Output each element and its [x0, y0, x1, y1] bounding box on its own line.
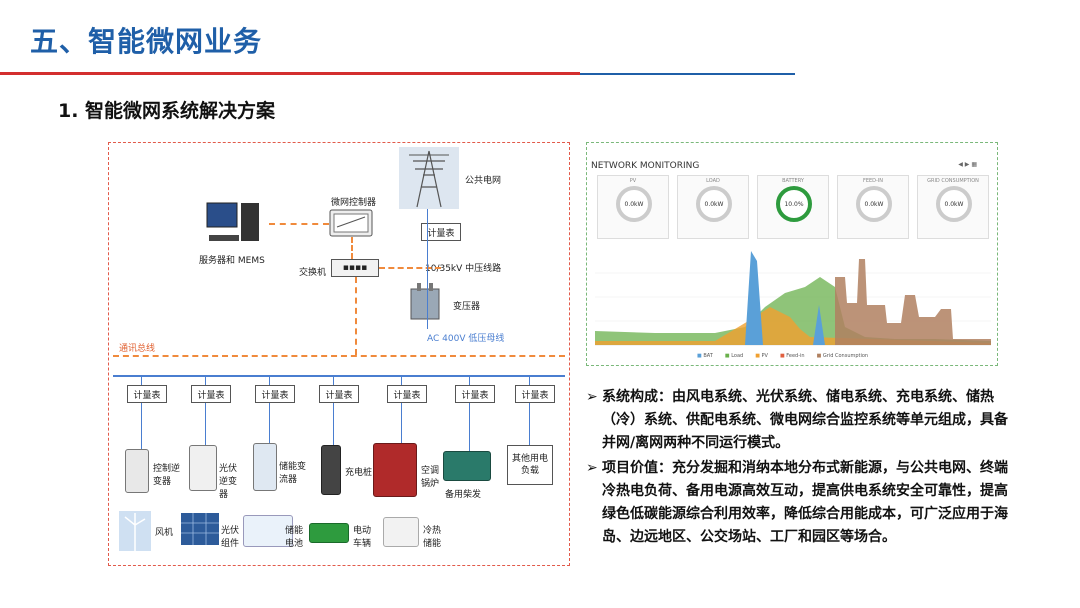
switch-bus-link	[355, 277, 357, 355]
controller-icon	[329, 209, 373, 237]
gauge-label: LOAD	[706, 178, 720, 184]
mv-line-label: 10/35kV 中压线路	[425, 264, 502, 274]
bullet-text: 由风电系统、光伏系统、储电系统、充电系统、储热（冷）系统、供配电系统、微电网综合…	[602, 389, 1008, 451]
bullet-composition: ➢ 系统构成：由风电系统、光伏系统、储电系统、充电系统、储热（冷）系统、供配电系…	[586, 386, 1011, 455]
controller-label: 微网控制器	[331, 198, 377, 208]
legend-feed-in: ■ Feed-in	[779, 353, 805, 359]
branch-meter: 计量表	[455, 385, 495, 403]
thermal-storage	[383, 517, 419, 547]
branch-meter: 计量表	[319, 385, 359, 403]
server-computer-icon	[206, 202, 259, 241]
pv-inverter	[189, 445, 217, 491]
calendar-icon[interactable]: ◀ ▶ ▦	[958, 161, 977, 168]
public-grid-label: 公共电网	[465, 176, 502, 186]
battery-container	[243, 515, 293, 547]
comm-bus-label: 通讯总线	[119, 344, 156, 354]
wind-turbine-icon	[119, 511, 151, 551]
grid-meter: 计量表	[421, 223, 461, 241]
energy-area-chart	[595, 251, 991, 346]
legend-grid: ■ Grid Consumption	[816, 353, 869, 359]
branch-bottom-label: 电动车辆	[353, 526, 372, 549]
server-label: 服务器和 MEMS	[199, 256, 265, 266]
legend-load: ■ Load	[724, 353, 744, 359]
transformer-icon	[410, 283, 440, 320]
power-tower-icon	[399, 147, 459, 209]
branch-label: 空调锅炉	[421, 466, 440, 489]
branch-label: 光伏逆变器	[219, 464, 238, 500]
arrow-bullet-icon: ➢	[586, 389, 598, 405]
gauge-value: 0.0kW	[856, 186, 892, 222]
series-grid-area	[835, 259, 991, 345]
gauge-label: PV	[629, 178, 637, 184]
series-pv-area	[595, 307, 991, 345]
grid-vertical-line	[427, 209, 428, 329]
dashboard-title: NETWORK MONITORING	[591, 161, 700, 171]
bullet-head: 项目价值：	[602, 460, 672, 476]
gauge-pv: PV 0.0kW	[597, 175, 669, 239]
branch-label: 控制逆变器	[153, 464, 181, 487]
hvac-boiler	[373, 443, 417, 497]
gauge-value: 0.0kW	[616, 186, 652, 222]
solar-panel-icon	[181, 513, 219, 545]
network-switch: ▪▪▪▪	[331, 259, 379, 277]
branch-label: 其他用电负载	[512, 454, 549, 476]
electric-bus	[309, 523, 349, 543]
branch-bottom-label: 风机	[155, 528, 174, 538]
description-bullets: ➢ 系统构成：由风电系统、光伏系统、储电系统、充电系统、储热（冷）系统、供配电系…	[586, 386, 1011, 551]
legend-pv: ■ PV	[755, 353, 768, 359]
storage-converter	[253, 443, 277, 491]
chart-legend: ■ BAT ■ Load ■ PV ■ Feed-in ■ Grid Consu…	[697, 353, 868, 359]
branch-label: 备用柴发	[445, 490, 482, 500]
series-bat-area	[745, 251, 825, 345]
controller-link	[269, 223, 329, 225]
branch-meter: 计量表	[387, 385, 427, 403]
legend-bat: ■ BAT	[697, 353, 713, 359]
comm-bus-line	[113, 355, 565, 357]
section-subtitle: 1. 智能微网系统解决方案	[58, 100, 276, 122]
switch-label: 交换机	[299, 268, 327, 278]
branch-bottom-label: 光伏组件	[221, 526, 240, 549]
switch-meter-link	[379, 267, 441, 269]
branch-meter: 计量表	[127, 385, 167, 403]
gauge-label: GRID CONSUMPTION	[927, 178, 979, 184]
gauge-value: 10.0%	[776, 186, 812, 222]
gauge-load: LOAD 0.0kW	[677, 175, 749, 239]
inverter-cabinet	[125, 449, 149, 493]
arrow-bullet-icon: ➢	[586, 460, 598, 476]
system-diagram: 公共电网 微网控制器 服务器和 MEMS 交换机 ▪▪▪▪ 计量表 10/35k…	[108, 142, 570, 566]
lv-bus-label: AC 400V 低压母线	[427, 334, 505, 344]
monitoring-dashboard: NETWORK MONITORING ◀ ▶ ▦ PV 0.0kW LOAD 0…	[586, 142, 998, 366]
transformer-label: 变压器	[453, 302, 481, 312]
gauge-feed-in: FEED-IN 0.0kW	[837, 175, 909, 239]
gauge-grid: GRID CONSUMPTION 0.0kW	[917, 175, 989, 239]
branch-bottom-label: 储能电池	[285, 526, 304, 549]
title-rule-red	[0, 72, 580, 75]
page-title: 五、智能微网业务	[30, 25, 263, 58]
controller-down-link	[351, 237, 353, 259]
charging-pile	[321, 445, 341, 495]
branch-meter: 计量表	[191, 385, 231, 403]
bullet-value: ➢ 项目价值：充分发掘和消纳本地分布式新能源，与公共电网、终端冷热电负荷、备用电…	[586, 457, 1011, 549]
lv-bus-line	[113, 375, 565, 377]
bullet-head: 系统构成：	[602, 389, 672, 405]
series-load-area	[595, 277, 991, 345]
branch-label: 充电桩	[345, 468, 373, 478]
branch-meter: 计量表	[255, 385, 295, 403]
gauge-value: 0.0kW	[936, 186, 972, 222]
branch-label: 储能变流器	[279, 462, 307, 485]
other-load-box: 其他用电负载	[507, 445, 553, 485]
gauge-value: 0.0kW	[696, 186, 732, 222]
branch-meter: 计量表	[515, 385, 555, 403]
branch-bottom-label: 冷热储能	[423, 526, 442, 549]
gauge-battery: BATTERY 10.0%	[757, 175, 829, 239]
diesel-generator	[443, 451, 491, 481]
title-rule-blue	[580, 73, 795, 75]
bullet-text: 充分发掘和消纳本地分布式新能源，与公共电网、终端冷热电负荷、备用电源高效互动，提…	[602, 460, 1008, 545]
gauge-label: FEED-IN	[862, 178, 884, 184]
gauge-label: BATTERY	[782, 178, 804, 184]
